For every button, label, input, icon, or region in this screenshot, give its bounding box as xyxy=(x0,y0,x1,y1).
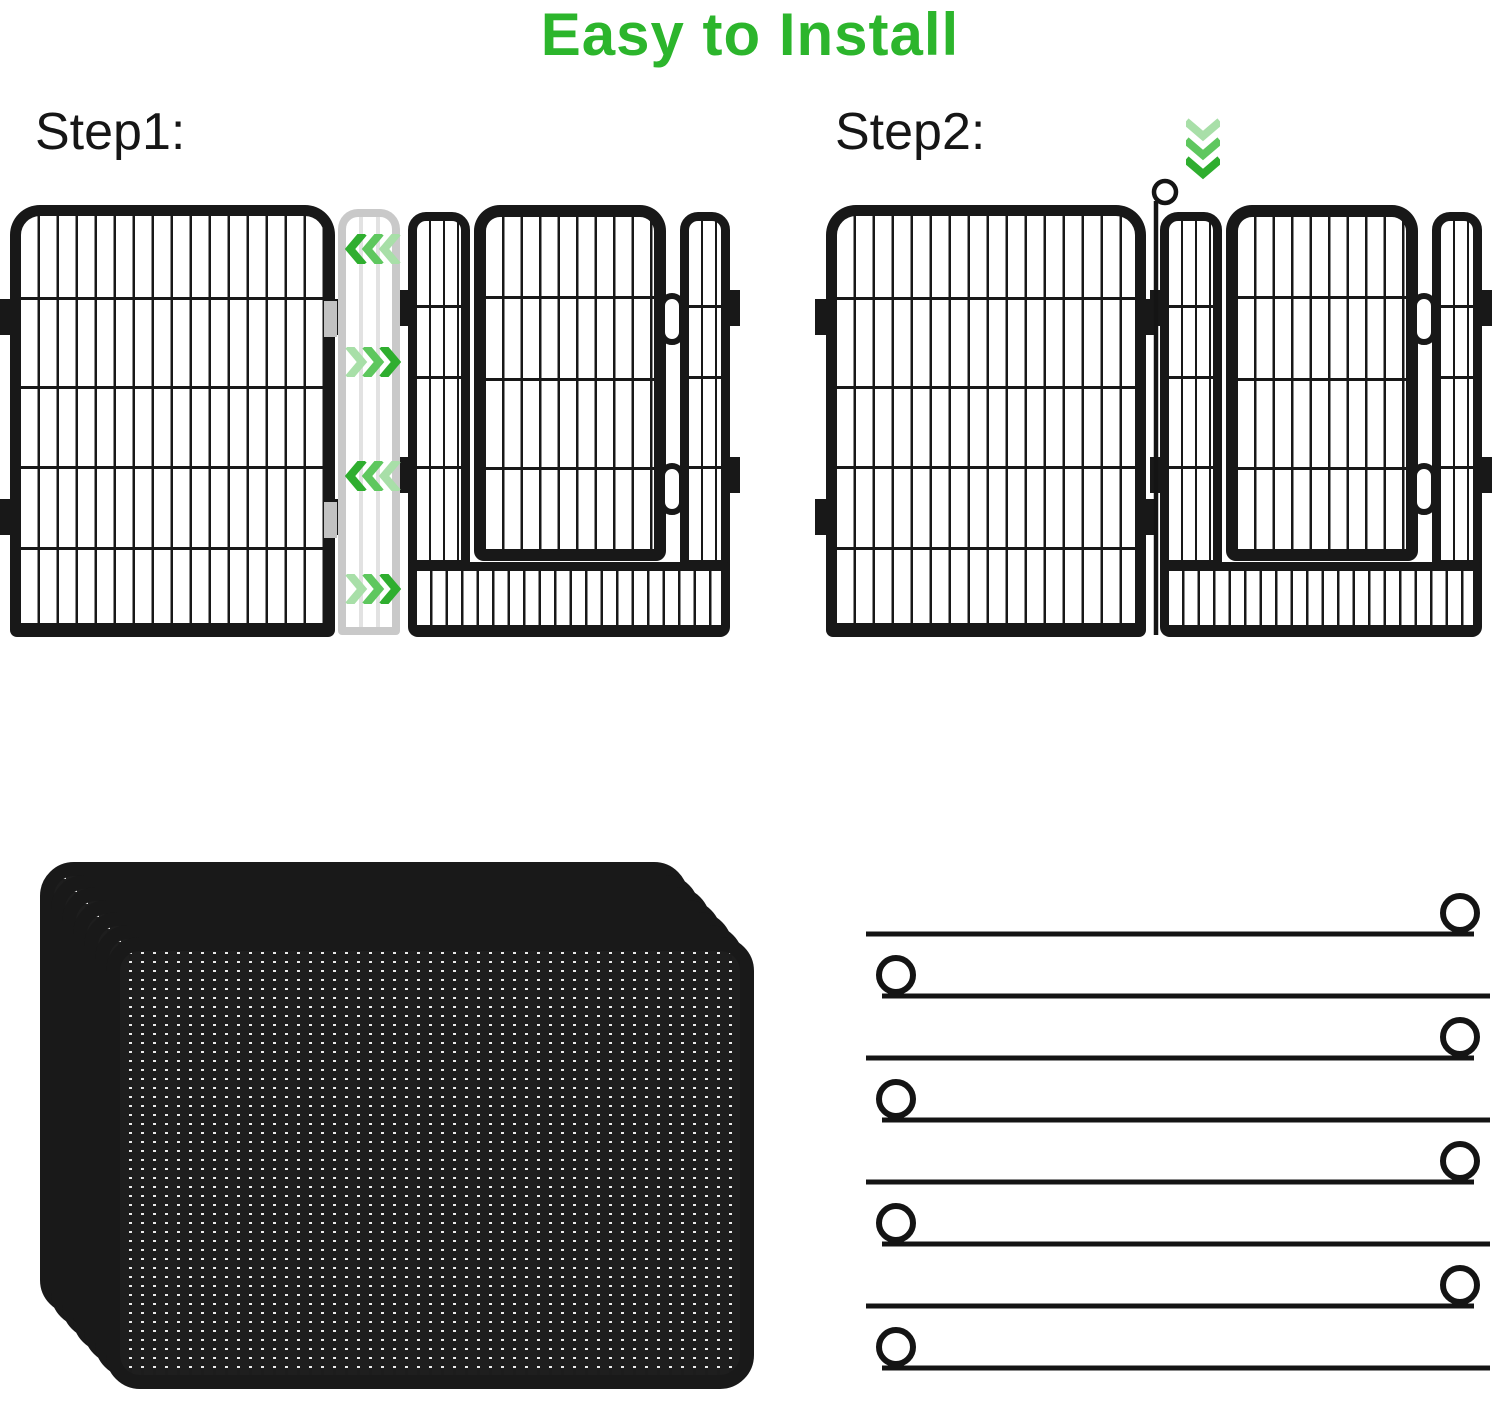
panels-stack xyxy=(40,862,756,1392)
ghost-panel xyxy=(324,209,400,635)
hinge-tab xyxy=(815,299,828,336)
bottom-rail xyxy=(1160,562,1482,637)
ground-pin xyxy=(860,1136,1496,1188)
chevron-right-icon xyxy=(345,347,401,378)
ground-pin xyxy=(860,1322,1496,1374)
ghost-hinge-tab xyxy=(324,301,337,338)
door-panel-assembly xyxy=(398,205,740,637)
door-hinge-link xyxy=(1411,293,1437,345)
ground-pin xyxy=(860,1074,1496,1126)
door-hinge-link xyxy=(659,293,685,345)
hinge-tab xyxy=(1479,290,1492,327)
door-panel-assembly xyxy=(1150,205,1492,637)
stacked-fence-panel xyxy=(106,937,754,1389)
page-title: Easy to Install xyxy=(540,1,960,68)
ground-pin-icon xyxy=(876,1079,1490,1123)
ground-pin xyxy=(860,950,1496,1002)
ghost-hinge-tab xyxy=(324,501,337,538)
ground-pin-icon xyxy=(866,893,1480,937)
ground-pin-icon xyxy=(876,1327,1490,1371)
ground-pin xyxy=(860,1260,1496,1312)
connector-pin-inserted-icon xyxy=(1151,178,1179,635)
chevron-down-icon xyxy=(1183,118,1223,180)
ground-pin xyxy=(860,888,1496,940)
fence-panel-large xyxy=(0,205,346,637)
fence-panel-large xyxy=(815,205,1157,637)
side-section-right xyxy=(680,212,740,569)
hinge-tab xyxy=(0,299,12,336)
insert-direction-arrows xyxy=(1183,118,1223,187)
chevron-left-icon xyxy=(345,234,401,264)
gate-door xyxy=(474,205,666,561)
step2-label: Step2: xyxy=(835,103,986,161)
ground-pin-icon xyxy=(866,1141,1480,1185)
door-hinge-link xyxy=(1411,463,1437,515)
gate-door xyxy=(1226,205,1418,561)
ground-pin-icon xyxy=(876,955,1490,999)
slide-direction-arrows xyxy=(344,234,402,604)
hinge-tab xyxy=(1479,456,1492,493)
ground-pin-icon xyxy=(876,1203,1490,1247)
bottom-rail xyxy=(408,562,730,637)
hinge-tab xyxy=(398,456,411,493)
hinge-tab xyxy=(815,498,828,535)
ground-pin-icon xyxy=(866,1265,1480,1309)
chevron-left-icon xyxy=(345,460,401,491)
ground-pin xyxy=(860,1198,1496,1250)
door-hinge-link xyxy=(659,463,685,515)
side-section-left xyxy=(1150,212,1222,569)
pins-group xyxy=(860,888,1496,1393)
hinge-tab xyxy=(0,498,12,535)
ground-pin-icon xyxy=(866,1017,1480,1061)
side-section-right xyxy=(1432,212,1492,569)
side-section-left xyxy=(398,212,470,569)
hinge-tab xyxy=(727,456,740,493)
hinge-tab xyxy=(727,290,740,327)
hinge-tab xyxy=(398,290,411,327)
ground-pin xyxy=(860,1012,1496,1064)
chevron-right-icon xyxy=(345,573,401,604)
step1-label: Step1: xyxy=(35,103,186,161)
